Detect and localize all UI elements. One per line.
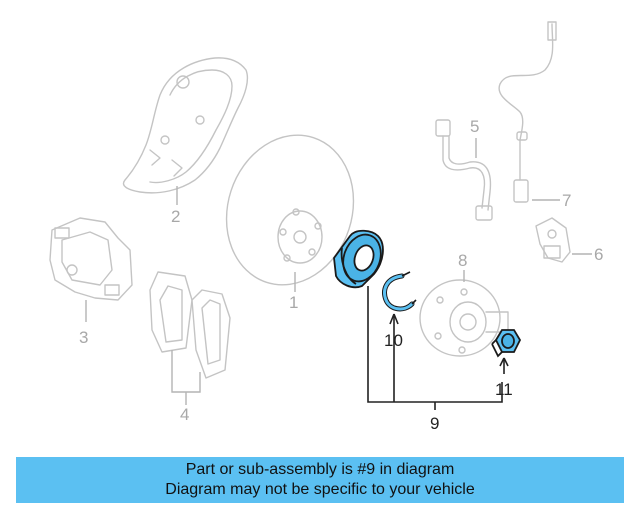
caliper-part-3 (49, 217, 133, 301)
banner-line-disclaimer: Diagram may not be specific to your vehi… (165, 481, 475, 498)
callout-7: 7 (562, 191, 571, 210)
callout-2: 2 (171, 207, 180, 226)
dust-shield-part-2 (122, 57, 249, 194)
callout-3: 3 (79, 328, 88, 347)
brake-hose-part-5 (435, 119, 493, 221)
snap-ring-highlighted (382, 271, 417, 312)
callout-9: 9 (430, 414, 439, 433)
leader-line-4 (171, 350, 201, 405)
abs-sensor-part-6 (535, 217, 571, 263)
info-banner: Part or sub-assembly is #9 in diagram Di… (16, 457, 624, 503)
arrow-10 (389, 313, 399, 325)
callout-10: 10 (384, 331, 403, 350)
brake-pads-part-4 (149, 271, 231, 379)
brake-rotor-part-1 (225, 134, 355, 286)
hub-nut-highlighted (491, 329, 522, 358)
banner-line-part: Part or sub-assembly is #9 in diagram (185, 461, 455, 478)
callout-4: 4 (180, 405, 189, 424)
callout-1: 1 (289, 293, 298, 312)
callout-6: 6 (594, 245, 603, 264)
callout-11: 11 (495, 380, 513, 399)
wheel-bearing-highlighted (333, 229, 384, 289)
wheel-hub-part-8 (419, 279, 509, 357)
callout-5: 5 (470, 117, 479, 136)
parts-diagram: 2 1 3 4 5 (49, 21, 603, 433)
callout-8: 8 (458, 251, 467, 270)
abs-wire-part-7 (498, 21, 557, 203)
arrow-11 (499, 357, 509, 367)
